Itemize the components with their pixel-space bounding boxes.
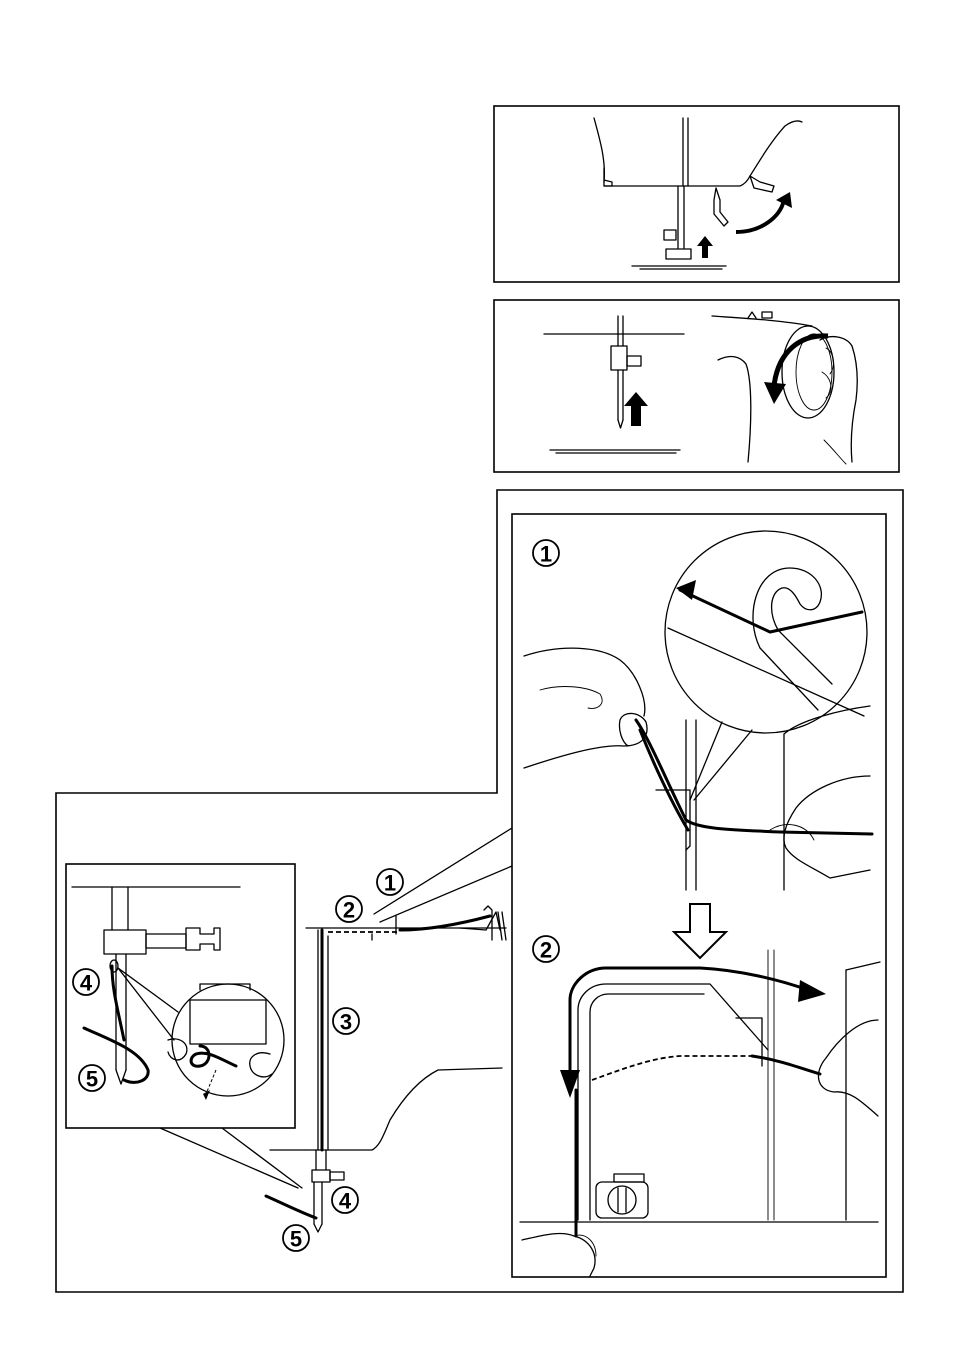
svg-text:4: 4 bbox=[80, 971, 93, 996]
up-arrow-icon bbox=[697, 236, 713, 258]
panel-raise-presser-foot bbox=[494, 106, 899, 282]
inset-needle-threading: 4 5 bbox=[66, 864, 302, 1188]
step-4-marker: 4 bbox=[332, 1187, 358, 1214]
step-1-label: 1 bbox=[533, 540, 559, 567]
svg-text:1: 1 bbox=[384, 871, 396, 896]
svg-text:2: 2 bbox=[343, 898, 355, 923]
up-arrow-icon bbox=[624, 392, 648, 426]
step-5-marker: 5 bbox=[283, 1225, 309, 1252]
step-1-marker: 1 bbox=[377, 869, 403, 896]
main-threading-frame bbox=[56, 490, 903, 1292]
thread-guide-magnifier bbox=[665, 531, 867, 800]
step-2-label: 2 bbox=[533, 936, 559, 963]
step-2-marker: 2 bbox=[336, 896, 362, 923]
panel-turn-handwheel bbox=[494, 300, 899, 472]
detail-panel-steps-1-2: 1 bbox=[512, 514, 886, 1277]
step-3-marker: 3 bbox=[333, 1008, 359, 1035]
curved-arrow-icon bbox=[736, 192, 792, 232]
svg-text:4: 4 bbox=[339, 1189, 352, 1214]
thread-guide-hook-icon bbox=[753, 568, 832, 710]
svg-text:5: 5 bbox=[86, 1067, 98, 1092]
machine-threading-path: 1 2 3 4 5 bbox=[266, 828, 512, 1252]
inset-step-5-label: 5 bbox=[79, 1065, 105, 1092]
svg-text:5: 5 bbox=[290, 1227, 302, 1252]
down-outline-arrow-icon bbox=[674, 904, 726, 958]
svg-text:2: 2 bbox=[540, 938, 552, 963]
inset-step-4-label: 4 bbox=[73, 969, 99, 996]
svg-text:3: 3 bbox=[340, 1010, 352, 1035]
svg-text:1: 1 bbox=[540, 542, 552, 567]
